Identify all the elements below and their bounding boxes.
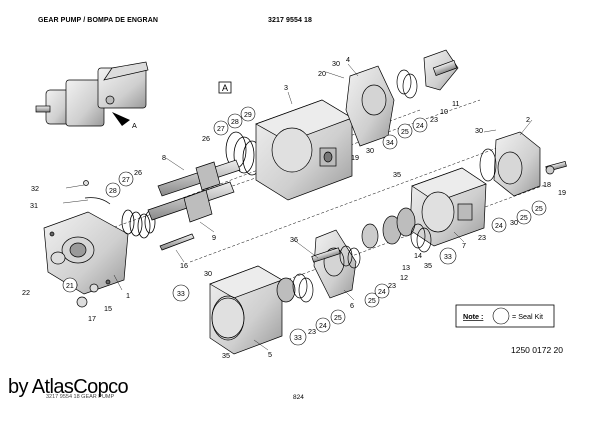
- callout-18: 18: [543, 180, 551, 189]
- callout-19b: 19: [351, 153, 359, 162]
- seal-kit-callout-numbers: 33 33 33: [177, 254, 452, 342]
- callout-35b: 35: [222, 351, 230, 360]
- callout-24d: 24: [319, 323, 327, 330]
- callout-30b: 30: [475, 126, 483, 135]
- callout-2: 2: [526, 115, 530, 124]
- seal-kit-callouts: [172, 247, 457, 346]
- callout-15: 15: [104, 304, 112, 313]
- callout-35a: 35: [393, 170, 401, 179]
- callout-13: 13: [402, 263, 410, 272]
- pump-body-7: [409, 167, 487, 247]
- callout-35c: 35: [424, 261, 432, 270]
- callout-6: 6: [350, 301, 354, 310]
- callout-36: 36: [290, 235, 298, 244]
- callout-30a: 30: [332, 59, 340, 68]
- seal-kit-33b: 33: [294, 335, 302, 342]
- callout-1: 1: [126, 291, 130, 300]
- callout-29: 29: [244, 112, 252, 119]
- view-arrow-label: A: [132, 121, 137, 130]
- callout-4: 4: [346, 55, 350, 64]
- circled-callout-numbers: 28 27 27 28 29 34 25 24 24 25 25 25 24 2…: [66, 112, 543, 330]
- seal-kit-legend: Note : = Seal Kit: [455, 304, 555, 328]
- end-plate-and-fittings: [345, 49, 459, 147]
- callout-11: 11: [452, 99, 459, 108]
- callout-30d: 30: [204, 269, 212, 278]
- legend-note-label: Note :: [463, 312, 483, 321]
- callout-34: 34: [386, 140, 394, 147]
- callout-24c: 24: [378, 289, 386, 296]
- view-direction-arrow: [112, 112, 130, 126]
- footer-ghost-text: 3217 9554 18 GEAR PUMP: [46, 394, 115, 400]
- callout-32: 32: [31, 184, 39, 193]
- document-title: GEAR PUMP / BOMPA DE ENGRAN: [38, 17, 159, 24]
- callout-8: 8: [162, 153, 166, 162]
- callout-21: 21: [66, 283, 74, 290]
- rear-cover-2: [479, 131, 567, 197]
- front-cover: [43, 211, 129, 295]
- callout-23b: 23: [478, 233, 486, 242]
- assembled-pump-illustration: [35, 61, 149, 127]
- callout-10: 10: [440, 107, 448, 116]
- leader-lines: [62, 63, 533, 351]
- seal-kit-33a: 33: [177, 291, 185, 298]
- drawing-reference-code: 1250 0172 20: [511, 345, 563, 355]
- callout-24b: 24: [495, 223, 503, 230]
- callout-19: 19: [558, 188, 566, 197]
- callout-25e: 25: [334, 315, 342, 322]
- view-marker-letter: A: [222, 83, 228, 93]
- callout-23a: 23: [430, 115, 438, 124]
- callout-30e: 30: [510, 218, 518, 227]
- gear-set-middle: [361, 207, 432, 253]
- intermediate-plate-6: [311, 229, 361, 299]
- callout-23d: 23: [308, 327, 316, 336]
- callout-numbers: 1 2 3 4 5 6 7 8 9 10 11 12 13 14 15 16 1…: [22, 55, 566, 360]
- callout-7: 7: [462, 241, 466, 250]
- seal-kit-33c: 33: [444, 254, 452, 261]
- callout-23c: 23: [388, 281, 396, 290]
- callout-5: 5: [268, 350, 272, 359]
- callout-20: 20: [318, 69, 326, 78]
- callout-28b: 28: [231, 119, 239, 126]
- callout-26b: 26: [202, 134, 210, 143]
- callout-25c: 25: [535, 206, 543, 213]
- callout-27a: 27: [122, 177, 130, 184]
- legend-seal-kit-text: = Seal Kit: [512, 312, 543, 321]
- callout-17: 17: [88, 314, 96, 323]
- callout-14: 14: [414, 251, 422, 260]
- callout-22: 22: [22, 288, 30, 297]
- page-number: 824: [293, 394, 304, 401]
- callout-25b: 25: [520, 215, 528, 222]
- callout-30c: 30: [366, 146, 374, 155]
- legend-circle-icon: [492, 307, 510, 325]
- callout-28a: 28: [109, 188, 117, 195]
- callout-26a: 26: [134, 168, 142, 177]
- pump-body-5: [209, 265, 314, 355]
- gear-shafts: [147, 126, 375, 251]
- callout-3: 3: [284, 83, 288, 92]
- callout-31: 31: [30, 201, 38, 210]
- circled-callouts: [62, 106, 547, 333]
- callout-16: 16: [180, 261, 188, 270]
- callout-27b: 27: [217, 126, 225, 133]
- callout-24a: 24: [416, 123, 424, 130]
- part-number: 3217 9554 18: [268, 17, 313, 24]
- callout-25a: 25: [401, 129, 409, 136]
- callout-9: 9: [212, 233, 216, 242]
- callout-25d: 25: [368, 298, 376, 305]
- brand-watermark: by AtlasCopco: [8, 376, 129, 398]
- pump-body-3: [255, 99, 353, 201]
- callout-12: 12: [400, 273, 408, 282]
- view-marker-box: [218, 81, 232, 94]
